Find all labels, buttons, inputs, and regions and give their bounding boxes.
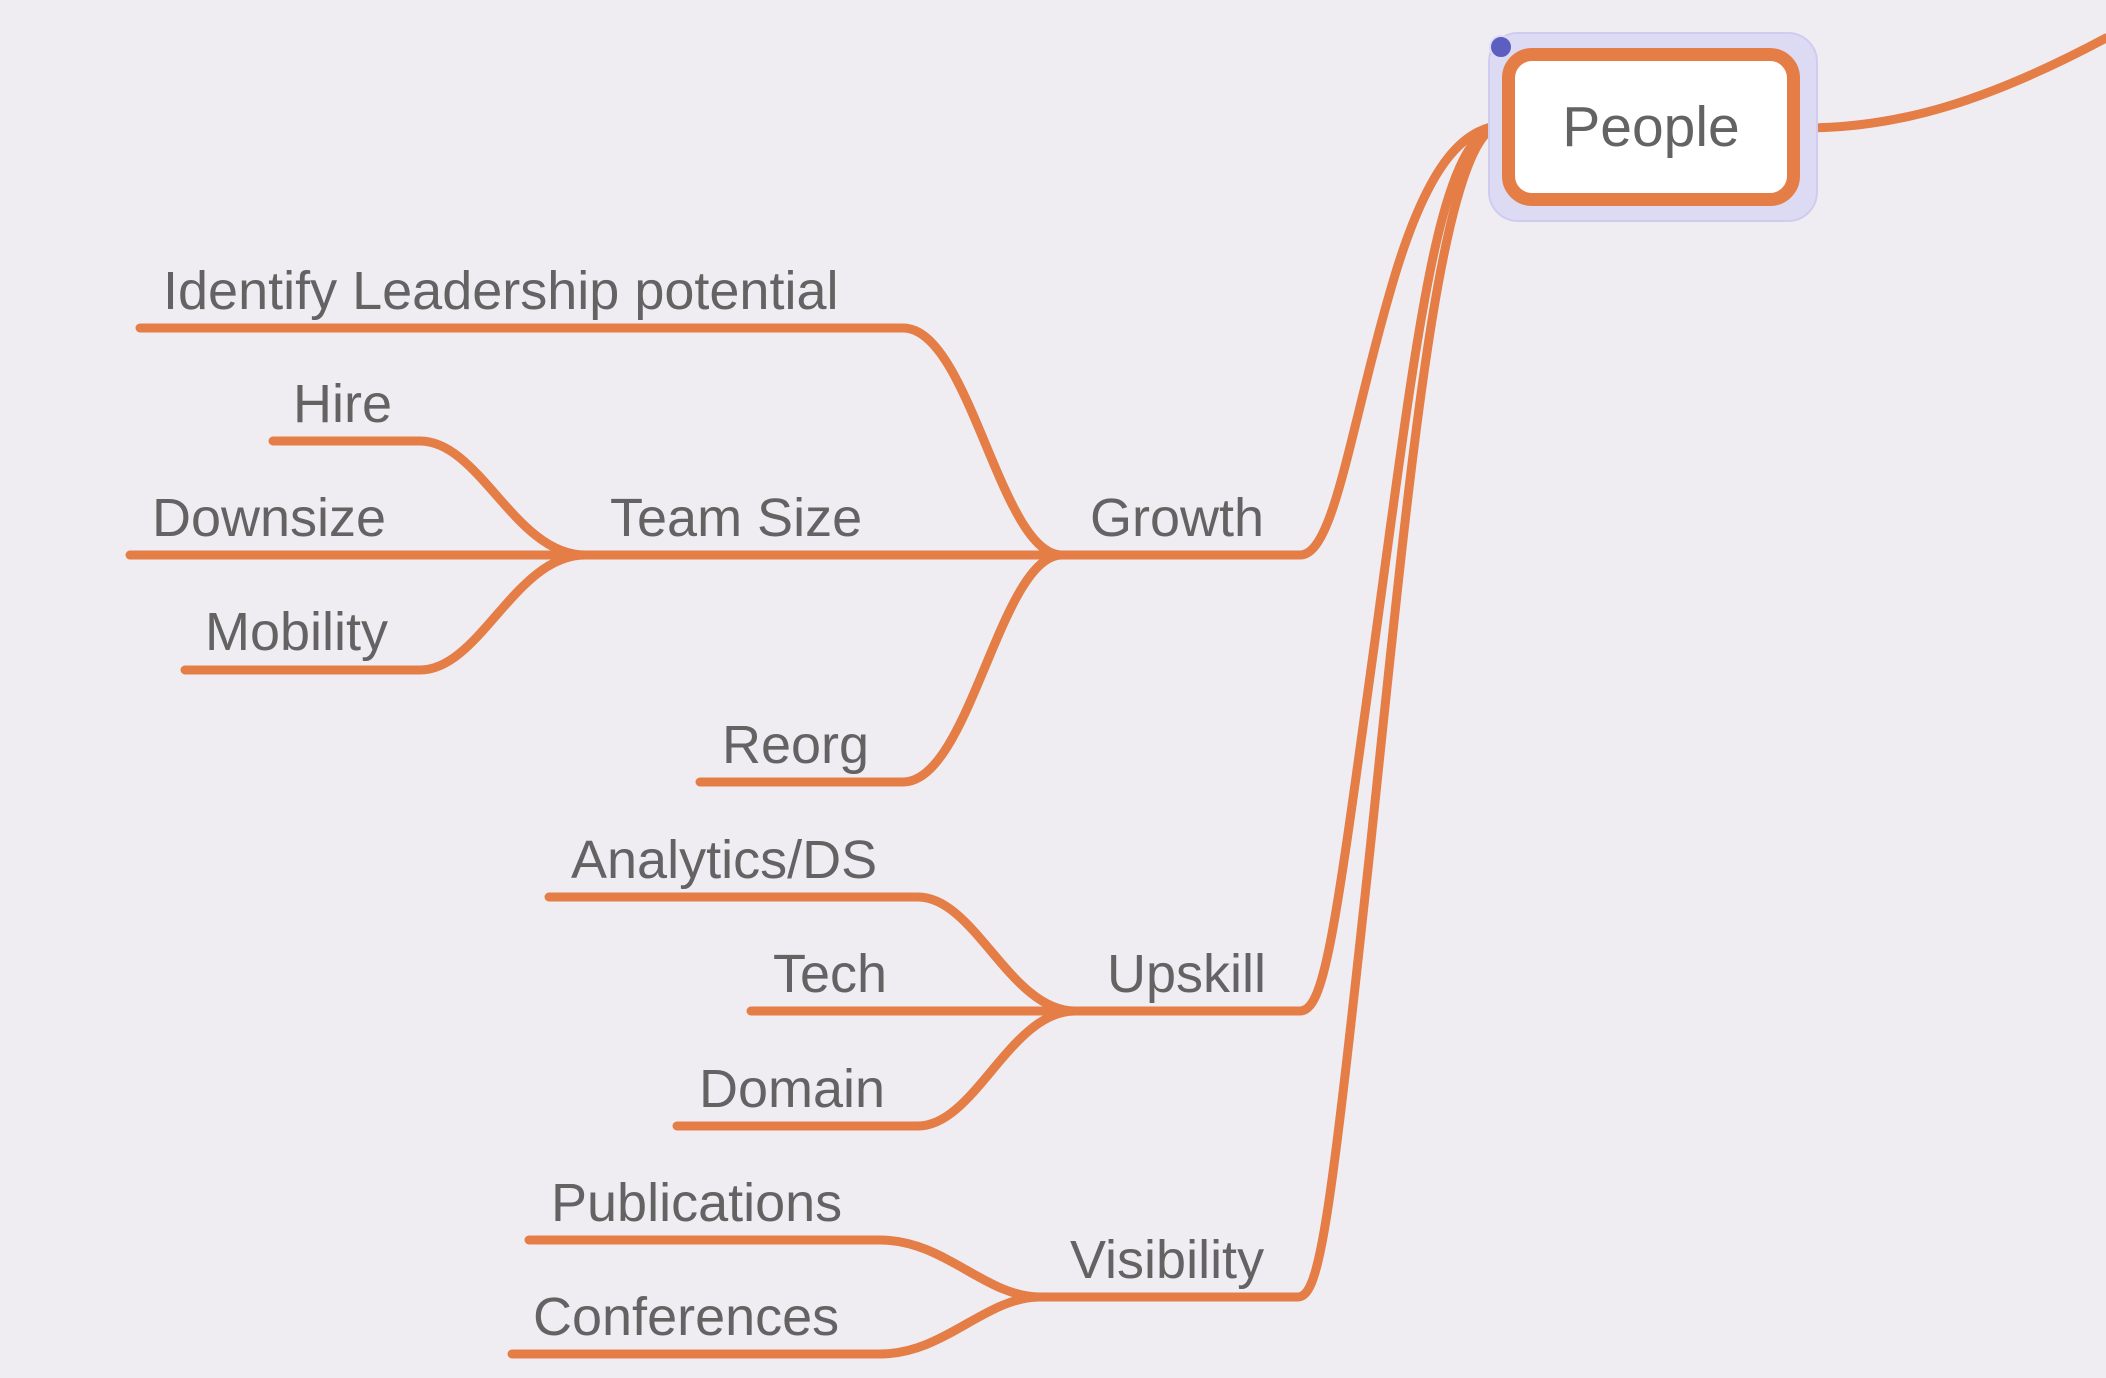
drag-handle[interactable] bbox=[1489, 35, 1513, 59]
node-domain[interactable]: Domain bbox=[699, 1059, 886, 1119]
edge-upskill-analytics bbox=[544, 892, 1080, 1016]
node-identify-leadership-potential[interactable]: Identify Leadership potential bbox=[163, 261, 839, 321]
edge-root-parent bbox=[1800, 33, 2106, 133]
node-tech[interactable]: Tech bbox=[773, 944, 888, 1004]
edge-growth-leadership bbox=[135, 323, 1067, 560]
node-publications[interactable]: Publications bbox=[551, 1173, 843, 1233]
node-downsize[interactable]: Downsize bbox=[152, 488, 387, 548]
edge-upskill-domain bbox=[672, 1006, 1080, 1131]
node-reorg[interactable]: Reorg bbox=[722, 715, 870, 775]
edge-growth-reorg bbox=[695, 550, 1067, 787]
edge-root-growth bbox=[1295, 120, 1508, 560]
edge-root-visibility bbox=[1293, 120, 1505, 1302]
edge-visibility-publications bbox=[524, 1235, 1045, 1302]
edge-visibility-conferences bbox=[507, 1292, 1045, 1359]
node-hire[interactable]: Hire bbox=[293, 374, 393, 434]
edge-root-upskill bbox=[1295, 120, 1505, 1016]
node-team-size[interactable]: Team Size bbox=[610, 488, 863, 548]
node-conferences[interactable]: Conferences bbox=[533, 1287, 840, 1347]
node-analytics-ds[interactable]: Analytics/DS bbox=[571, 830, 878, 890]
edge-teamsize-mobility bbox=[180, 550, 590, 675]
node-growth[interactable]: Growth bbox=[1090, 488, 1265, 548]
node-mobility[interactable]: Mobility bbox=[205, 602, 389, 662]
root-node-label: People bbox=[1562, 94, 1740, 159]
node-visibility[interactable]: Visibility bbox=[1070, 1230, 1265, 1290]
root-node-people[interactable]: People bbox=[1502, 48, 1800, 206]
edge-teamsize-hire bbox=[268, 436, 590, 560]
node-upskill[interactable]: Upskill bbox=[1107, 944, 1267, 1004]
